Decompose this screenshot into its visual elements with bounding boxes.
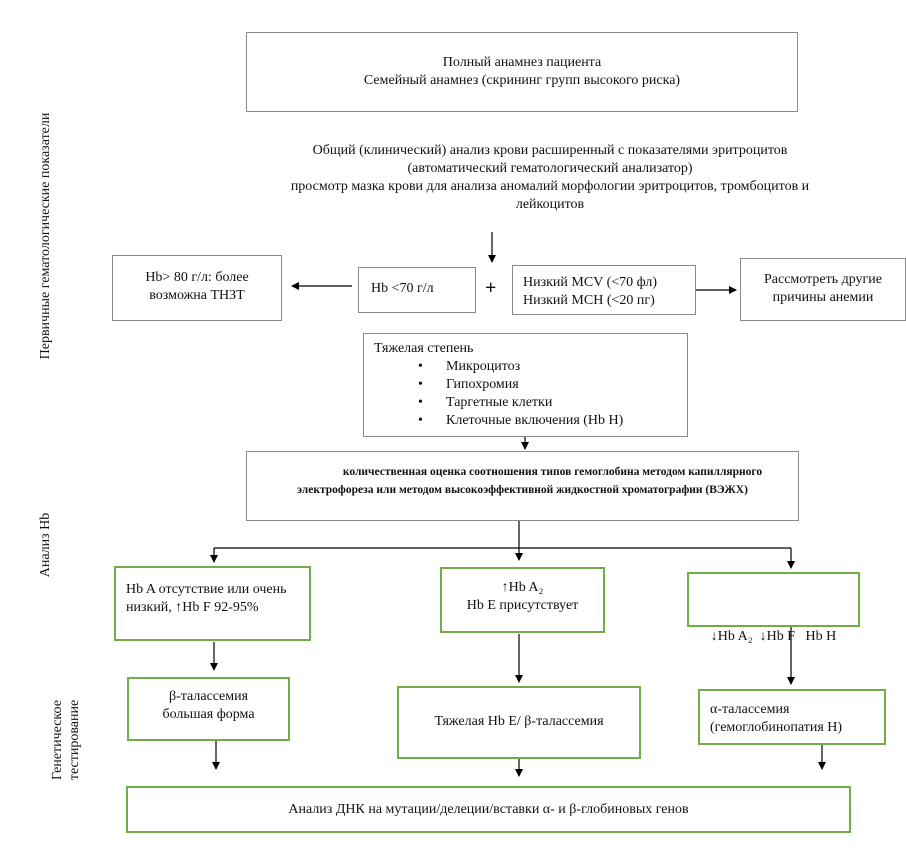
hb-gt80-box: Hb> 80 г/л: более возможна ТНЗТ <box>112 255 282 321</box>
quantitative-assessment-box: количественная оценка соотношения типов … <box>246 451 799 521</box>
hb-gt80-line-2: возможна ТНЗТ <box>149 288 245 303</box>
hbe-beta-box: Тяжелая Hb E/ β-талассемия <box>397 686 641 759</box>
other-causes-line-1: Рассмотреть другие <box>764 272 882 287</box>
other-causes-box: Рассмотреть другие причины анемии <box>740 258 906 321</box>
severe-item: • Гипохромия <box>374 376 687 394</box>
beta-major-line-2: большая форма <box>162 707 255 722</box>
severe-item: • Микроцитоз <box>374 358 687 376</box>
severe-item-label: Гипохромия <box>446 377 519 392</box>
severe-item-label: Микроцитоз <box>446 359 521 374</box>
severe-title: Тяжелая степень <box>374 341 474 356</box>
low-mcv-line: Низкий MCV (<70 фл) <box>523 275 657 290</box>
blood-test-line-1: Общий (клинический) анализ крови расшире… <box>312 143 788 158</box>
left-result-line-1: Hb A отсутствие или очень <box>126 582 287 597</box>
severe-item: • Таргетные клетки <box>374 394 687 412</box>
bullet-icon: • <box>418 413 423 428</box>
hb-gt80-line-1: Hb> 80 г/л: более <box>145 270 249 285</box>
alpha-line-1: α-талассемия <box>710 702 790 717</box>
severe-item: • Клеточные включения (Hb H) <box>374 412 687 430</box>
quant-line-2: электрофореза или методом высокоэффектив… <box>297 484 748 496</box>
severe-item-label: Клеточные включения (Hb H) <box>446 413 624 428</box>
quant-line-1: количественная оценка соотношения типов … <box>342 466 763 478</box>
mid-result-line-2: Hb E присутствует <box>466 598 579 613</box>
hb-lt70-label: Hb <70 г/л <box>371 281 434 296</box>
family-history-line: Семейный анамнез (скрининг групп высоког… <box>363 73 681 88</box>
bullet-icon: • <box>418 395 423 410</box>
mid-result-line-1: ↑Hb A₂ <box>501 580 544 595</box>
other-causes-line-2: причины анемии <box>772 290 874 305</box>
low-mch-line: Низкий MCH (<20 пг) <box>523 293 655 308</box>
alpha-box: α-талассемия (гемоглобинопатия H) <box>698 689 886 745</box>
bullet-icon: • <box>418 359 423 374</box>
hb-lt70-box: Hb <70 г/л <box>358 267 476 313</box>
left-result-line-2: низкий, ↑Hb F 92-95% <box>126 600 259 615</box>
bullet-icon: • <box>418 377 423 392</box>
severe-degree-box: Тяжелая степень • Микроцитоз • Гипохроми… <box>363 333 688 437</box>
alpha-line-2: (гемоглобинопатия H) <box>710 720 843 735</box>
beta-major-line-1: β-таласcемия <box>168 689 249 704</box>
right-result-box: ↓Hb A₂ ↓Hb F Hb H <box>687 572 860 644</box>
right-result-label: ↓Hb A₂ ↓Hb F Hb H <box>710 629 837 644</box>
mid-result-box: ↑Hb A₂ Hb E присутствует <box>440 567 605 633</box>
hbe-beta-label: Тяжелая Hb E/ β-талассемия <box>434 714 604 729</box>
beta-major-box: β-таласcемия большая форма <box>127 677 290 741</box>
left-result-box: Hb A отсутствие или очень низкий, ↑Hb F … <box>114 566 311 641</box>
severe-item-label: Таргетные клетки <box>446 395 553 410</box>
dna-analysis-box: Анализ ДНК на мутации/делеции/вставки α-… <box>126 786 851 833</box>
plus-sign: + <box>485 277 497 299</box>
dna-analysis-label: Анализ ДНК на мутации/делеции/вставки α-… <box>288 802 689 817</box>
blood-test-text: Общий (клинический) анализ крови расшире… <box>250 142 850 214</box>
patient-history-line: Полный анамнез пациента <box>442 55 602 70</box>
blood-test-line-3: просмотр мазка крови для анализа аномали… <box>290 179 810 194</box>
mcv-mch-box: Низкий MCV (<70 фл) Низкий MCH (<20 пг) <box>512 265 696 315</box>
blood-test-line-4: лейкоцитов <box>515 197 585 212</box>
patient-history-box: Полный анамнез пациента Семейный анамнез… <box>246 32 798 112</box>
blood-test-line-2: (автоматический гематологический анализа… <box>407 161 693 176</box>
